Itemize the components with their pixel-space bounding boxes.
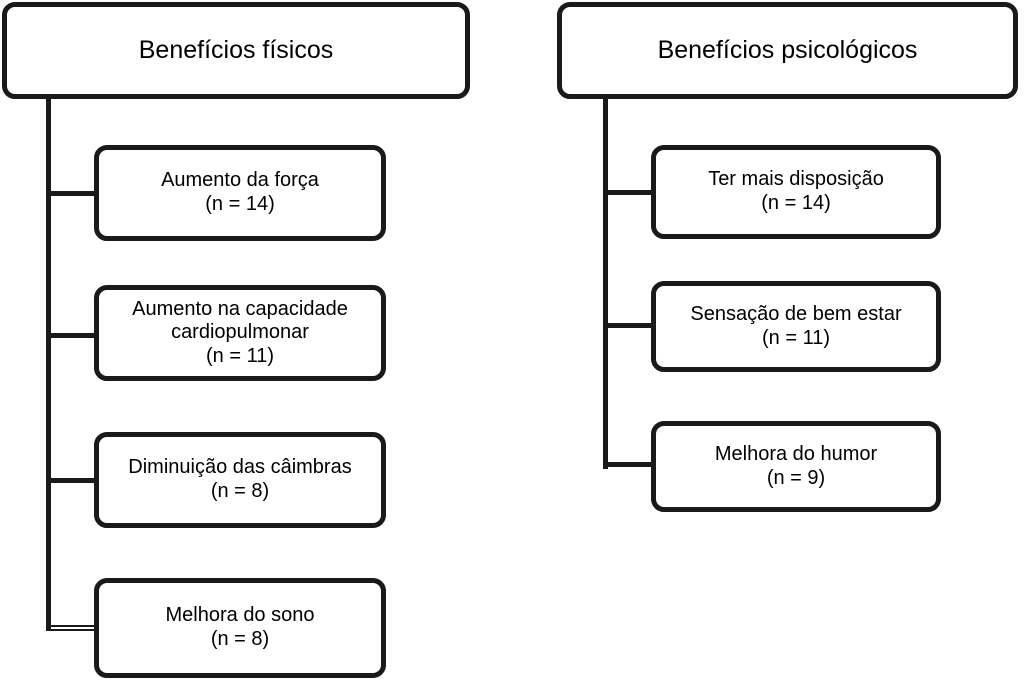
connector-left-item-1 bbox=[46, 191, 98, 196]
node-right-item-1: Ter mais disposição (n = 14) bbox=[651, 145, 941, 239]
header-box-beneficios-fisicos: Benefícios físicos bbox=[2, 2, 470, 99]
header-label-beneficios-psicologicos: Benefícios psicológicos bbox=[657, 35, 918, 64]
node-label-right-item-3: Melhora do humor (n = 9) bbox=[714, 442, 878, 489]
node-label-left-item-1: Aumento da força (n = 14) bbox=[161, 169, 319, 215]
header-label-beneficios-fisicos: Benefícios físicos bbox=[138, 35, 334, 64]
connector-right-item-3 bbox=[603, 462, 655, 467]
node-left-item-3: Diminuição das câimbras (n = 8) bbox=[94, 432, 386, 528]
node-left-item-2: Aumento na capacidade cardiopulmonar (n … bbox=[94, 285, 386, 381]
header-box-beneficios-psicologicos: Benefícios psicológicos bbox=[557, 2, 1018, 99]
node-label-right-item-2: Sensação de bem estar (n = 11) bbox=[690, 302, 902, 349]
node-label-left-item-3: Diminuição das câimbras (n = 8) bbox=[128, 456, 352, 502]
connector-right-item-1 bbox=[603, 190, 655, 195]
node-label-right-item-1: Ter mais disposição (n = 14) bbox=[708, 168, 884, 214]
connector-left-item-4 bbox=[46, 625, 98, 627]
node-left-item-4: Melhora do sono (n = 8) bbox=[94, 578, 386, 678]
connector-left-item-2 bbox=[46, 333, 98, 338]
connector-spine-left bbox=[46, 97, 51, 631]
connector-left-item-3 bbox=[46, 478, 98, 483]
connector-right-item-2 bbox=[603, 323, 655, 328]
node-label-left-item-4: Melhora do sono (n = 8) bbox=[165, 604, 315, 650]
node-right-item-2: Sensação de bem estar (n = 11) bbox=[651, 281, 941, 372]
node-left-item-1: Aumento da força (n = 14) bbox=[94, 145, 386, 241]
node-label-left-item-2: Aumento na capacidade cardiopulmonar (n … bbox=[132, 297, 348, 367]
connector-spine-right bbox=[603, 97, 608, 469]
node-right-item-3: Melhora do humor (n = 9) bbox=[651, 421, 941, 512]
